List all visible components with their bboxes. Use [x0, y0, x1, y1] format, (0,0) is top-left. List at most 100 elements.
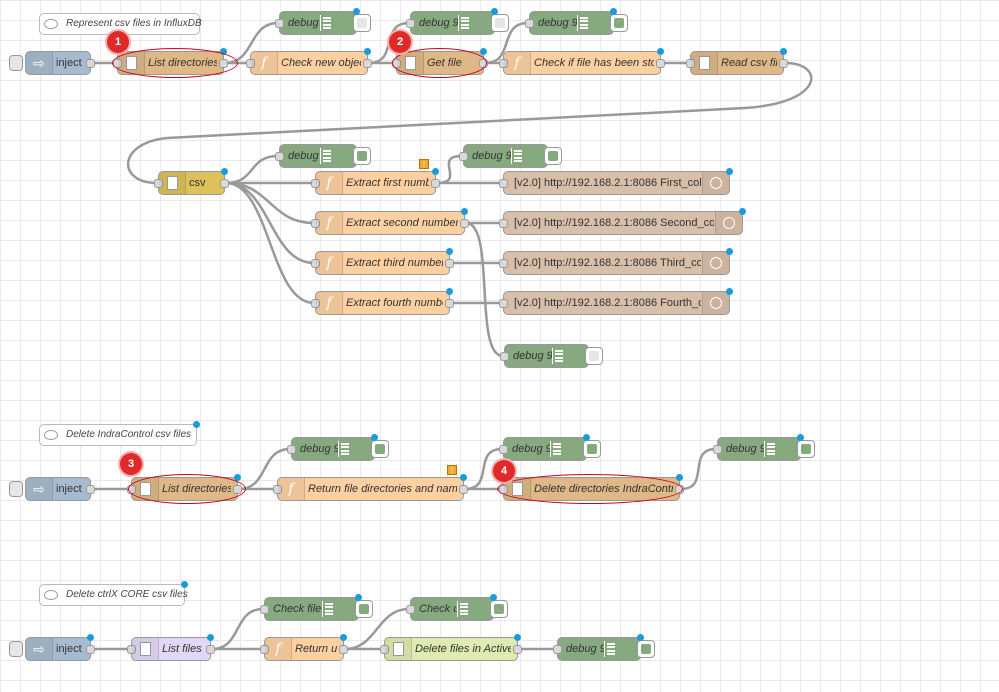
output-port[interactable]: [86, 59, 95, 68]
check-url-debug-node[interactable]: Check url: [406, 594, 508, 621]
delete-directories-indracontrol-node[interactable]: Delete directories IndraControl: [499, 474, 684, 501]
csv-node[interactable]: csv: [154, 168, 229, 195]
inject-trigger-button[interactable]: [9, 641, 23, 657]
input-port[interactable]: [260, 645, 269, 654]
input-port[interactable]: [260, 605, 269, 614]
output-port[interactable]: [479, 59, 488, 68]
check-files-debug-node[interactable]: Check files: [260, 594, 373, 621]
input-port[interactable]: [275, 19, 284, 28]
wire-get-file-node-to-debug-95-node[interactable]: [484, 21, 529, 65]
debug-92-node[interactable]: debug 92: [500, 344, 603, 368]
output-port[interactable]: [431, 179, 440, 188]
input-port[interactable]: [113, 59, 122, 68]
output-port[interactable]: [86, 485, 95, 494]
wire-return-file-directories-node-to-debug-98-node[interactable]: [464, 447, 503, 491]
debug-toggle-button[interactable]: [353, 147, 371, 165]
wire-list-directories-node-1-to-debug-93-node[interactable]: [224, 21, 279, 65]
input-port[interactable]: [499, 219, 508, 228]
debug-toggle-button[interactable]: [797, 440, 815, 458]
wire-csv-node-to-extract-second-number-node[interactable]: [225, 181, 315, 225]
debug-toggle-button[interactable]: [637, 640, 655, 658]
wire-read-csv-file-node-to-csv-node[interactable]: [127, 61, 813, 185]
input-port[interactable]: [686, 59, 695, 68]
input-port[interactable]: [273, 485, 282, 494]
wire-return-url-node-to-check-url-debug-node[interactable]: [344, 607, 410, 651]
inject-trigger-button[interactable]: [9, 481, 23, 497]
output-port[interactable]: [220, 179, 229, 188]
list-files-node[interactable]: List files: [127, 634, 215, 661]
read-csv-file-node[interactable]: Read csv file: [686, 48, 788, 75]
input-port[interactable]: [459, 152, 468, 161]
list-directories-node-1[interactable]: List directories: [113, 48, 228, 75]
inject-node-3[interactable]: ⇨ inject: [9, 634, 95, 661]
output-port[interactable]: [233, 485, 242, 494]
delete-files-in-active-node[interactable]: Delete files in Active: [380, 634, 522, 661]
input-port[interactable]: [380, 645, 389, 654]
extract-third-number-node[interactable]: f Extract third number: [311, 248, 454, 275]
influx-second-column-node[interactable]: [v2.0] http://192.168.2.1:8086 Second_co…: [499, 208, 746, 235]
output-port[interactable]: [513, 645, 522, 654]
input-port[interactable]: [499, 259, 508, 268]
wire-extract-second-number-node-to-debug-92-node[interactable]: [465, 221, 504, 358]
output-port[interactable]: [675, 485, 684, 494]
input-port[interactable]: [127, 485, 136, 494]
wire-list-directories-node-2-to-debug-96-node[interactable]: [238, 447, 291, 491]
debug-toggle-button[interactable]: [583, 440, 601, 458]
debug-toggle-button[interactable]: [610, 14, 628, 32]
input-port[interactable]: [713, 445, 722, 454]
debug-toggle-button[interactable]: [490, 600, 508, 618]
output-port[interactable]: [363, 59, 372, 68]
influx-fourth-column-node[interactable]: [v2.0] http://192.168.2.1:8086 Fourth_co…: [499, 288, 733, 315]
debug-93-node[interactable]: debug 93: [275, 8, 371, 35]
inject-trigger-button[interactable]: [9, 55, 23, 71]
input-port[interactable]: [127, 645, 136, 654]
debug-toggle-button[interactable]: [491, 14, 509, 32]
input-port[interactable]: [406, 605, 415, 614]
extract-second-number-node[interactable]: f Extract second number: [311, 208, 469, 235]
wire-csv-node-to-debug-90-node[interactable]: [225, 154, 279, 185]
debug-95-node[interactable]: debug 95: [525, 8, 628, 35]
wire-list-files-node-to-check-files-debug-node[interactable]: [211, 607, 264, 651]
output-port[interactable]: [445, 299, 454, 308]
extract-fourth-number-node[interactable]: f Extract fourth number: [311, 288, 454, 315]
output-port[interactable]: [656, 59, 665, 68]
inject-node-2[interactable]: ⇨ inject: [9, 477, 95, 501]
output-port[interactable]: [206, 645, 215, 654]
comment-delete-ctrlx[interactable]: Delete ctrlX CORE csv files: [39, 581, 188, 606]
input-port[interactable]: [246, 59, 255, 68]
wire-csv-node-to-extract-third-number-node[interactable]: [225, 181, 315, 265]
output-port[interactable]: [86, 645, 95, 654]
wire-csv-node-to-extract-fourth-number-node[interactable]: [225, 181, 315, 305]
output-port[interactable]: [779, 59, 788, 68]
list-directories-node-2[interactable]: List directories: [127, 474, 242, 501]
input-port[interactable]: [499, 299, 508, 308]
output-port[interactable]: [460, 219, 469, 228]
input-port[interactable]: [553, 645, 562, 654]
check-new-objects-node[interactable]: f Check new objects: [246, 48, 372, 75]
input-port[interactable]: [499, 445, 508, 454]
debug-99-node[interactable]: debug 99: [553, 634, 655, 661]
output-port[interactable]: [459, 485, 468, 494]
input-port[interactable]: [311, 299, 320, 308]
input-port[interactable]: [406, 19, 415, 28]
comment-delete-indracontrol[interactable]: Delete IndraControl csv files: [39, 421, 200, 446]
extract-first-number-node[interactable]: f Extract first number !: [311, 159, 440, 195]
output-port[interactable]: [445, 259, 454, 268]
input-port[interactable]: [311, 259, 320, 268]
wire-extract-first-number-node-to-debug-91-node[interactable]: [436, 154, 463, 185]
debug-96-node[interactable]: debug 96: [287, 434, 389, 461]
inject-node-1[interactable]: ⇨ inject ↻: [9, 51, 95, 75]
debug-toggle-button[interactable]: [353, 14, 371, 32]
debug-91-node[interactable]: debug 91: [459, 144, 562, 168]
debug-90-node[interactable]: debug 90: [275, 144, 371, 168]
input-port[interactable]: [275, 152, 284, 161]
get-file-node[interactable]: Get file: [392, 48, 488, 75]
debug-toggle-button[interactable]: [355, 600, 373, 618]
debug-94-node[interactable]: debug 94: [406, 8, 509, 35]
input-port[interactable]: [287, 445, 296, 454]
debug-toggle-button[interactable]: [371, 440, 389, 458]
wire-delete-directories-indracontrol-node-to-debug-97-node[interactable]: [680, 447, 717, 491]
input-port[interactable]: [499, 485, 508, 494]
return-file-directories-node[interactable]: f Return file directories and names !: [273, 465, 468, 501]
influx-first-column-node[interactable]: [v2.0] http://192.168.2.1:8086 First_col…: [499, 168, 733, 195]
